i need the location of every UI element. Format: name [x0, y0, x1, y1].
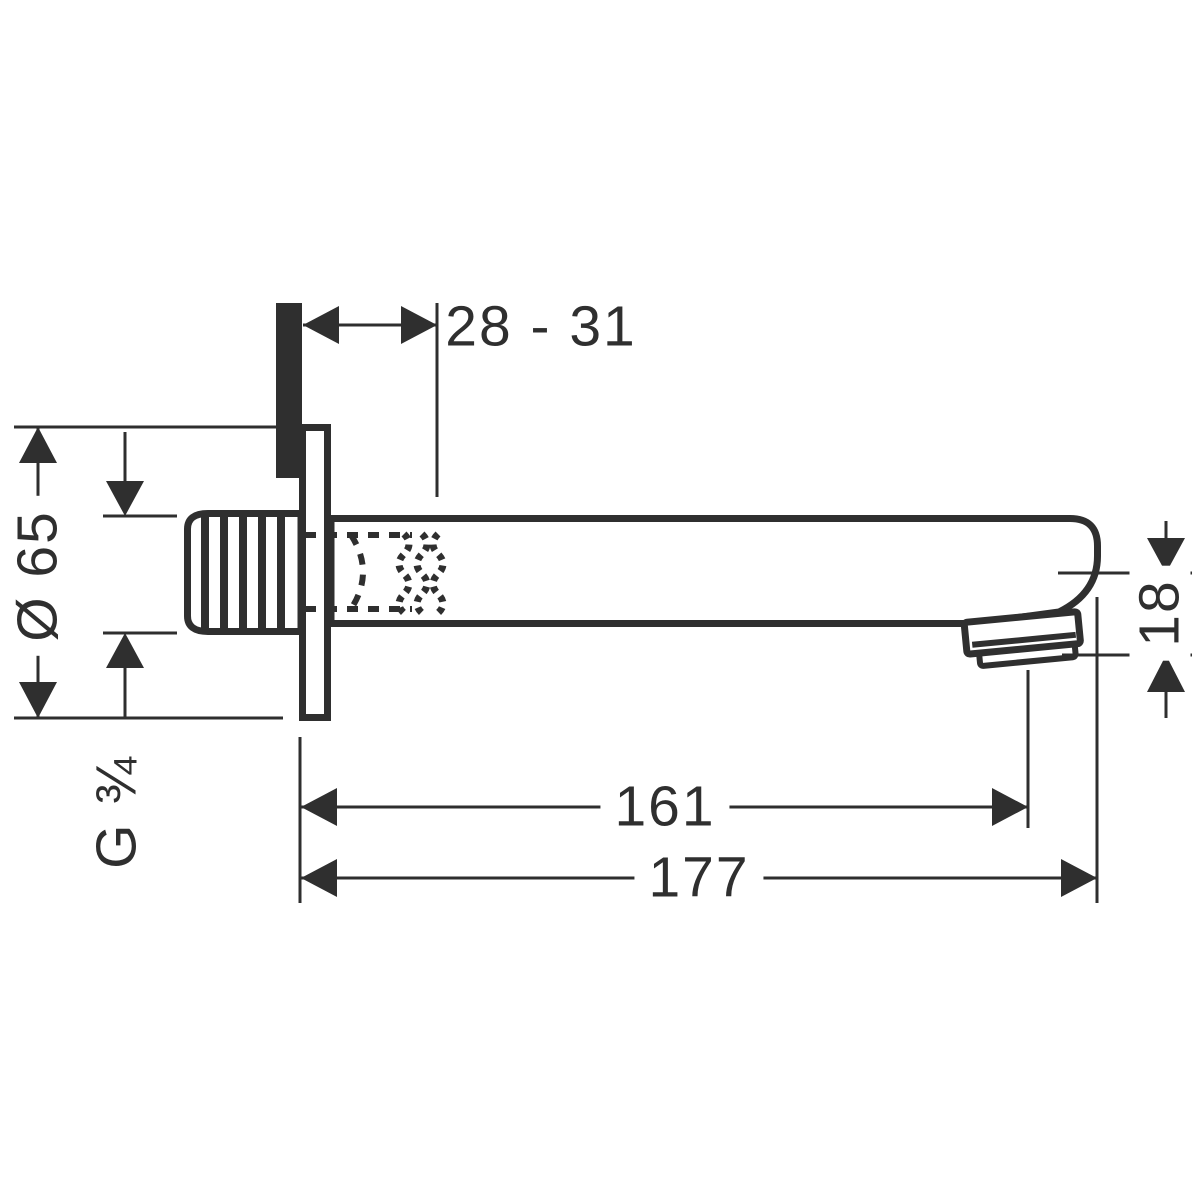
arrow-diameter-up: [19, 427, 57, 463]
hidden-thread-texture: [395, 531, 447, 616]
dim-label-escutcheon-diameter: Ø 65: [6, 496, 70, 656]
dim-label-thread-size: G ¾: [84, 755, 149, 869]
arrow-18-down: [1147, 538, 1185, 573]
aerator-inner-line: [971, 631, 1077, 648]
dim-label-length-to-outlet: 161: [600, 776, 730, 838]
arrow-18-up: [1147, 655, 1185, 692]
wall-section-bar: [276, 303, 302, 478]
dim-label-wall-thickness-range: 28 - 31: [445, 294, 637, 359]
arrow-wall-left: [303, 306, 339, 344]
hidden-edge-dashes: [305, 532, 412, 612]
arrow-161-left: [301, 788, 337, 826]
aerator-ring: [960, 608, 1084, 658]
arrow-161-right: [992, 788, 1028, 826]
arrow-thread-down: [106, 481, 144, 516]
arrow-wall-right: [401, 306, 437, 344]
nipple-thread-stripes: [201, 516, 285, 629]
aerator-outlet: [960, 608, 1084, 669]
arrow-177-right: [1061, 859, 1097, 897]
arrowheads: [19, 306, 1185, 897]
arrow-thread-up: [106, 633, 144, 668]
spout-body: [327, 515, 1101, 627]
hidden-edge-curve: [348, 533, 366, 611]
escutcheon-flange: [299, 424, 331, 721]
arrow-diameter-down: [19, 682, 57, 718]
thread-zigzag: [395, 531, 413, 616]
dim-label-outlet-height: 18: [1128, 565, 1192, 661]
dim-label-total-length: 177: [634, 847, 764, 909]
hidden-thread-lines: [305, 531, 447, 616]
arrow-177-left: [301, 859, 337, 897]
threaded-nipple: [184, 510, 305, 635]
thread-zigzag: [413, 531, 431, 616]
thread-zigzag: [429, 531, 447, 616]
